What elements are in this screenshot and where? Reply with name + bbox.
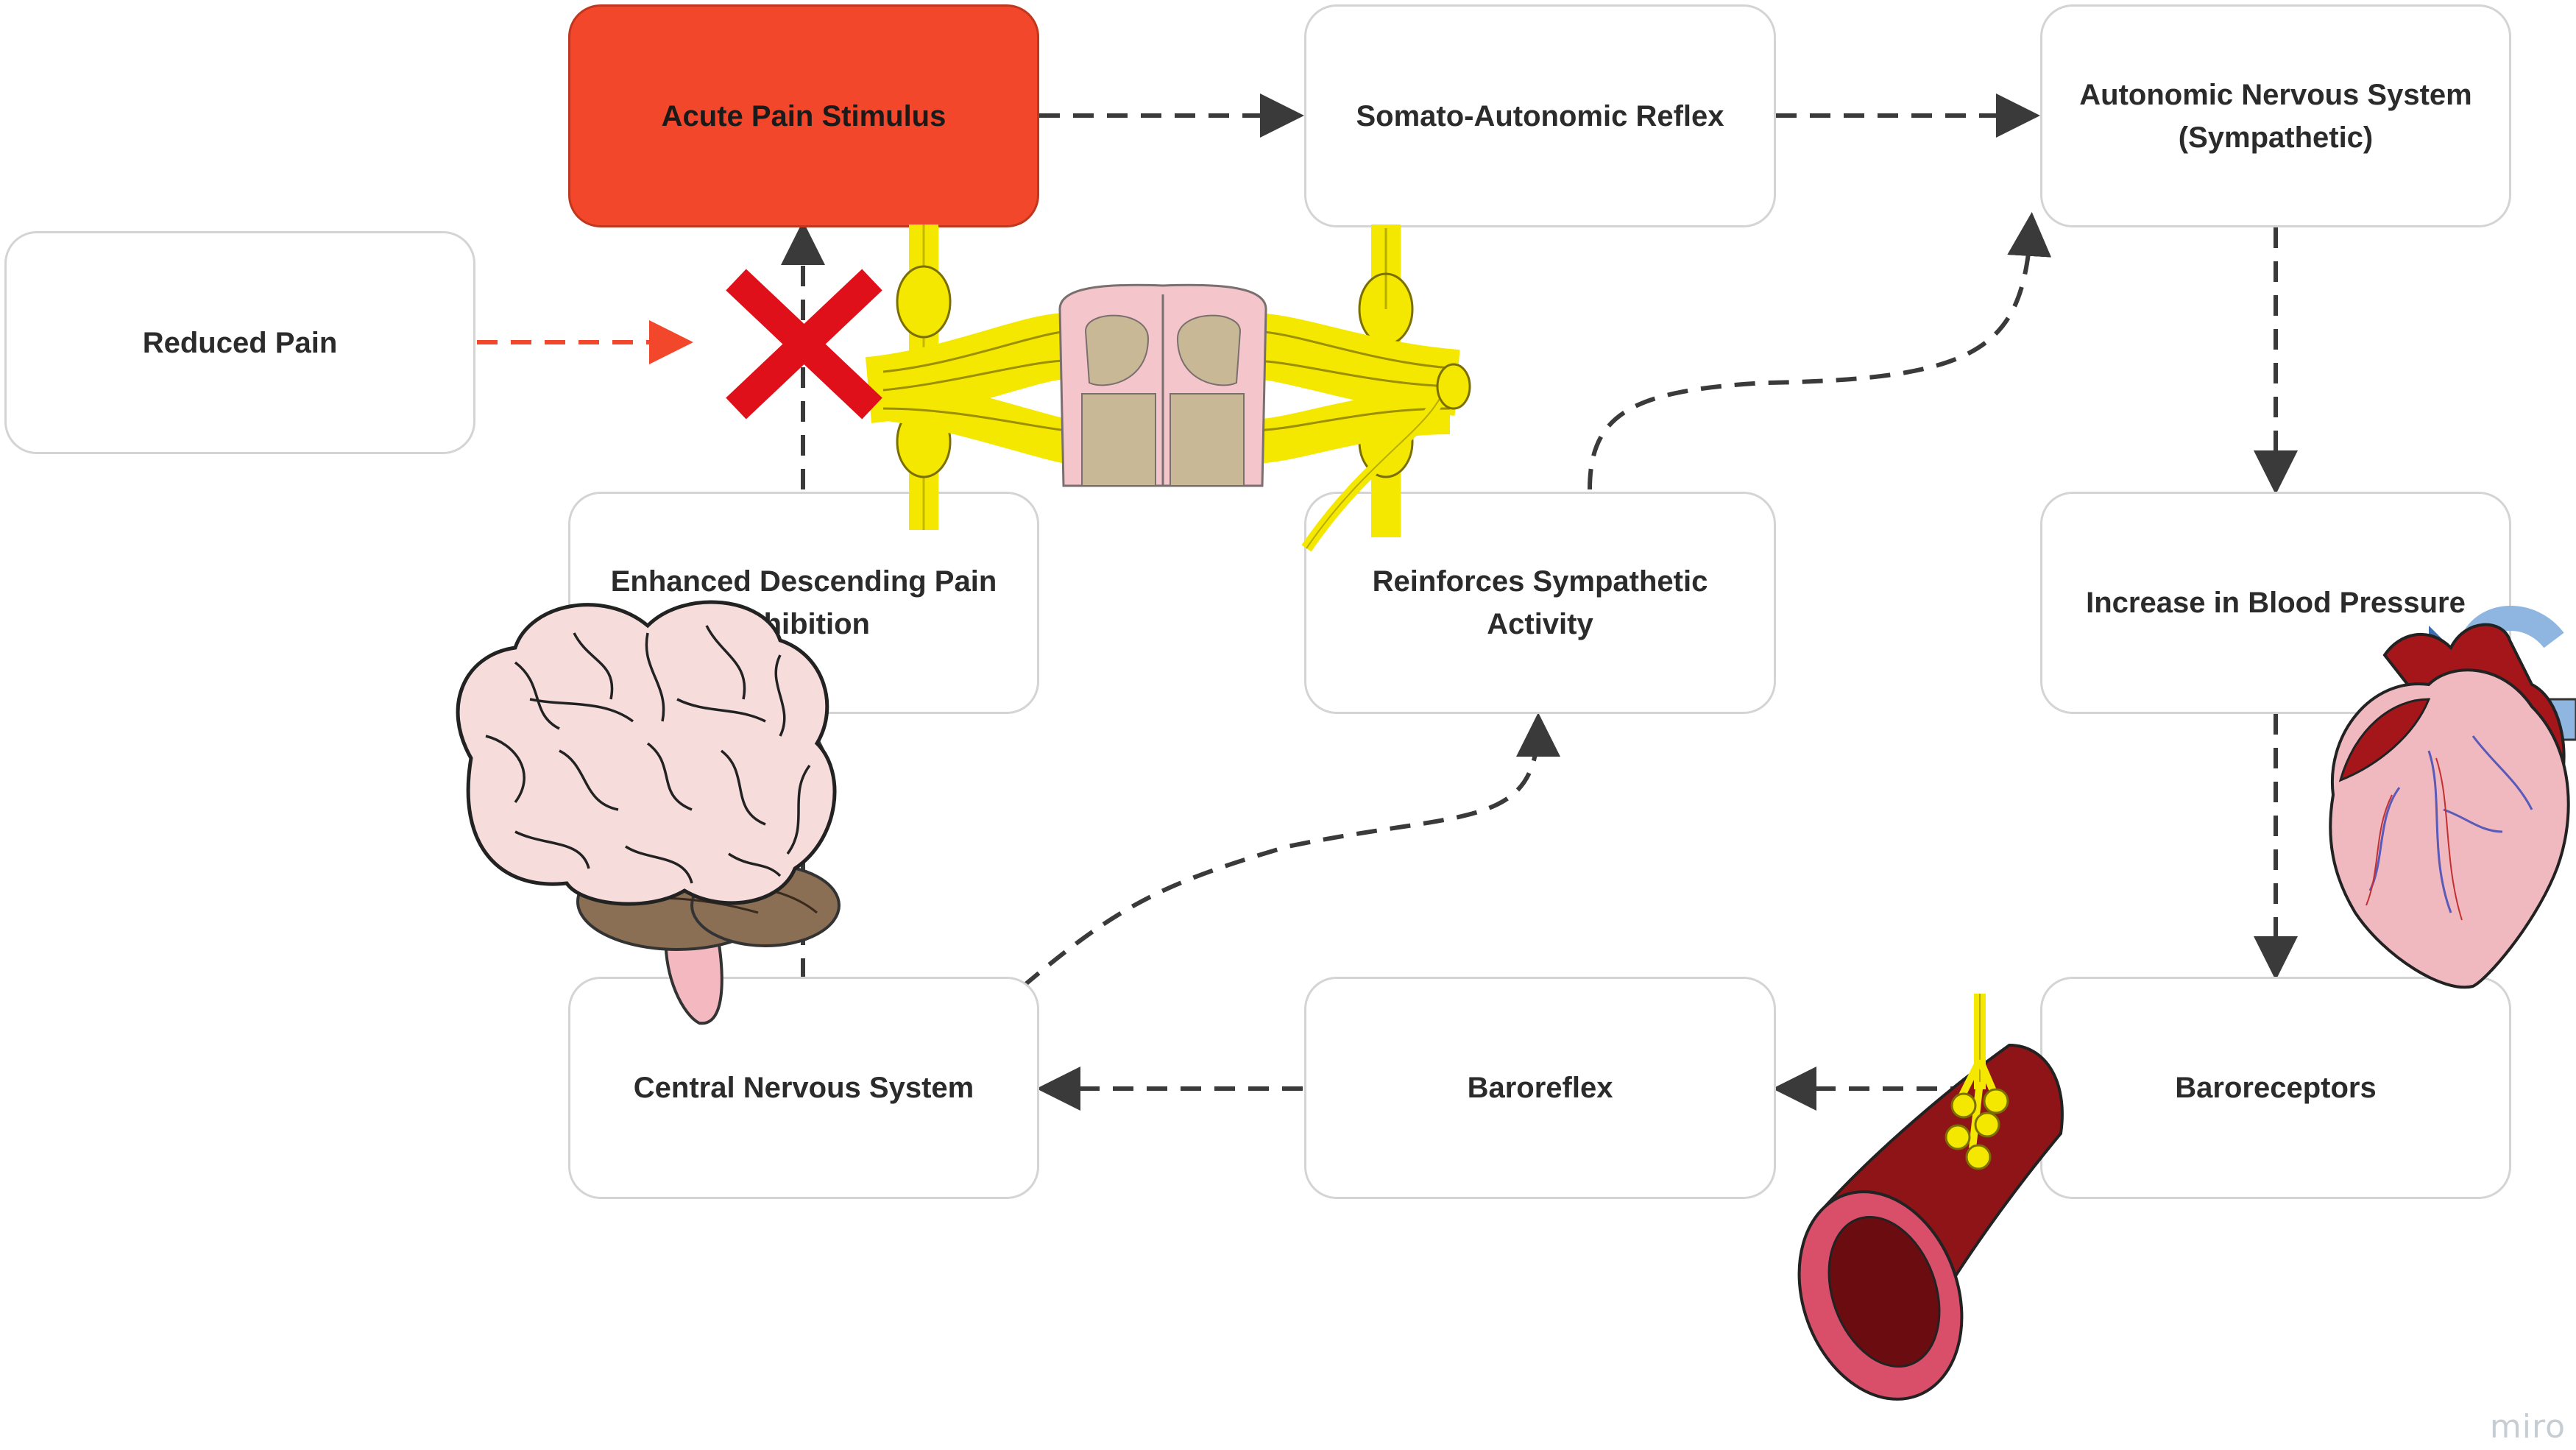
node-baroreceptors[interactable]: Baroreceptors — [2040, 977, 2511, 1199]
arrow-reinforces-to-ans — [1588, 212, 2052, 490]
node-label: Reinforces Sympathetic Activity — [1372, 565, 1708, 640]
node-label: Acute Pain Stimulus — [661, 99, 946, 132]
node-reinforces-sympathetic-activity[interactable]: Reinforces Sympathetic Activity — [1304, 492, 1776, 714]
blood-vessel-illustration — [1797, 994, 2064, 1401]
node-autonomic-nervous-system[interactable]: Autonomic Nervous System (Sympathetic) — [2040, 4, 2511, 227]
node-label: Baroreceptors — [2175, 1072, 2377, 1104]
block-cross-icon — [726, 269, 882, 420]
node-label: Central Nervous System — [633, 1072, 974, 1104]
spinal-cord-illustration — [865, 224, 1471, 552]
node-baroreflex[interactable]: Baroreflex — [1304, 977, 1776, 1199]
node-label: Baroreflex — [1467, 1072, 1613, 1104]
node-label: Somato-Autonomic Reflex — [1356, 99, 1724, 132]
node-central-nervous-system[interactable]: Central Nervous System — [568, 977, 1039, 1199]
heart-illustration — [2329, 606, 2576, 989]
miro-watermark: miro — [2489, 1408, 2566, 1446]
node-somato-autonomic-reflex[interactable]: Somato-Autonomic Reflex — [1304, 4, 1776, 227]
node-label: Reduced Pain — [142, 326, 338, 359]
node-reduced-pain[interactable]: Reduced Pain — [4, 231, 475, 454]
brain-illustration — [456, 600, 841, 1025]
node-label: Autonomic Nervous System (Sympathetic) — [2079, 78, 2472, 154]
arrow-cns-to-reinforces — [1022, 712, 1560, 989]
node-label: Increase in Blood Pressure — [2086, 587, 2466, 619]
